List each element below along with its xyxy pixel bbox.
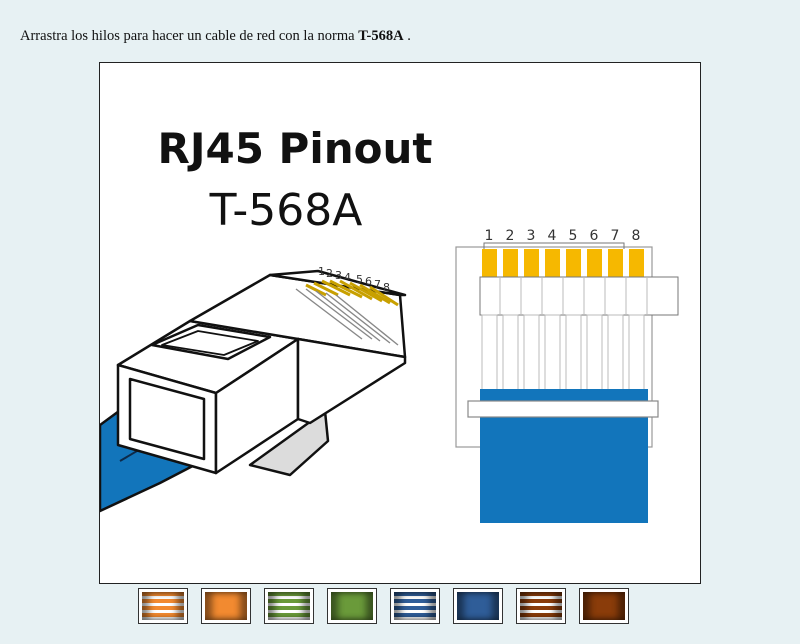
plug-pin-6: 6 <box>365 275 372 288</box>
wire-brown[interactable] <box>579 588 629 624</box>
schematic-pin-3: 3 <box>527 228 536 244</box>
wire-swatch-orange <box>205 592 247 620</box>
plug-pin-7: 7 <box>374 278 381 291</box>
instruction-lead: Arrastra los hilos para hacer un cable d… <box>20 28 355 44</box>
wire-swatch-brown <box>583 592 625 620</box>
wire-white-blue[interactable] <box>390 588 440 624</box>
schematic-pin-5: 5 <box>569 228 578 244</box>
gold-pins <box>482 249 644 277</box>
plug-schematic <box>455 242 679 523</box>
schematic-pin-2: 2 <box>506 228 515 244</box>
diagram-title: RJ45 Pinout <box>158 124 433 173</box>
diagram-board: RJ45 Pinout T-568A <box>99 62 701 584</box>
rj45-diagram: RJ45 Pinout T-568A <box>100 124 679 523</box>
schematic-pin-8: 8 <box>632 228 641 244</box>
wire-white-brown[interactable] <box>516 588 566 624</box>
wire-orange[interactable] <box>201 588 251 624</box>
wire-swatch-white-orange <box>142 592 184 620</box>
plug-pin-4: 4 <box>344 271 351 284</box>
plug-pin-2: 2 <box>326 267 333 280</box>
wire-swatch-white-green <box>268 592 310 620</box>
diagram-subtitle: T-568A <box>209 185 363 236</box>
wire-green[interactable] <box>327 588 377 624</box>
wire-white-green[interactable] <box>264 588 314 624</box>
wire-swatch-white-brown <box>520 592 562 620</box>
schematic-pin-4: 4 <box>548 228 557 244</box>
wire-swatch-green <box>331 592 373 620</box>
plug-pin-1: 1 <box>318 265 325 278</box>
plug-pin-8: 8 <box>383 281 390 294</box>
schematic-pin-1: 1 <box>485 228 494 244</box>
plug-pin-3: 3 <box>335 269 342 282</box>
wire-blue[interactable] <box>453 588 503 624</box>
plug-perspective <box>100 269 407 513</box>
schematic-pin-7: 7 <box>611 228 620 244</box>
wire-white-orange[interactable] <box>138 588 188 624</box>
wire-swatch-white-blue <box>394 592 436 620</box>
standard-name: T-568A <box>358 28 404 44</box>
wire-swatch-blue <box>457 592 499 620</box>
instruction-text: Arrastra los hilos para hacer un cable d… <box>20 28 411 45</box>
plug-pin-5: 5 <box>356 273 363 286</box>
wire-tray <box>138 588 629 624</box>
plug-pin-labels: 1 2 3 4 5 6 7 8 <box>318 265 390 294</box>
schematic-pin-6: 6 <box>590 228 599 244</box>
instruction-tail: . <box>403 28 411 44</box>
schematic-pin-labels: 1 2 3 4 5 6 7 8 <box>485 228 641 244</box>
